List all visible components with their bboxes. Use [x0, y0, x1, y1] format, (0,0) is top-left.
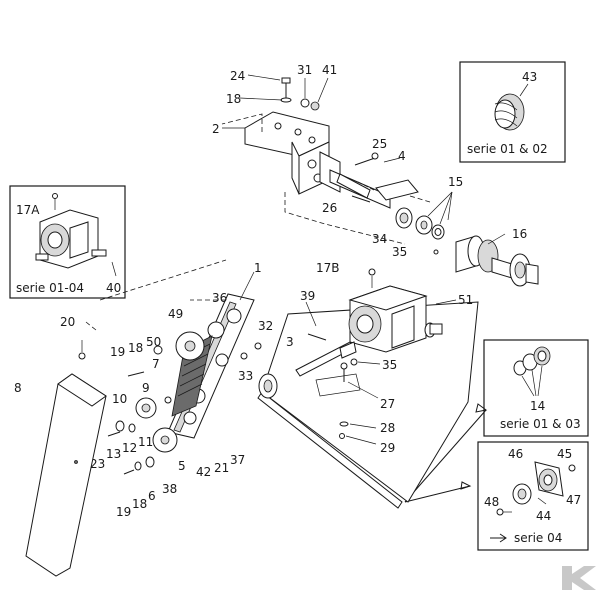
gearbox-17b-assembly: 17B 51 39 3 35 27 28 29 — [190, 261, 479, 509]
callout-10: 10 — [112, 392, 127, 406]
brand-logo — [562, 566, 596, 590]
callout-19-low: 19 — [116, 505, 131, 519]
inset-leader-lines — [404, 403, 488, 503]
inset-serie-01-04: 17A 40 serie 01-04 — [9, 185, 126, 299]
inset-caption-serie-01-04: serie 01-04 — [16, 281, 84, 295]
inset-caption-serie-01-03: serie 01 & 03 — [500, 417, 581, 431]
callout-26: 26 — [322, 201, 337, 215]
callout-41: 41 — [322, 63, 337, 77]
callout-40: 40 — [106, 281, 121, 295]
callout-1: 1 — [254, 261, 262, 275]
callout-18-top: 18 — [226, 92, 241, 106]
callout-6: 6 — [148, 489, 156, 503]
callout-31: 31 — [297, 63, 312, 77]
callout-29: 29 — [380, 441, 395, 455]
callout-18-mid: 18 — [128, 341, 143, 355]
callout-33: 33 — [238, 369, 253, 383]
callout-35-top: 35 — [392, 245, 407, 259]
callout-37: 37 — [230, 453, 245, 467]
cover-panel: 8 20 — [14, 315, 107, 577]
callout-19-top: 19 — [110, 345, 125, 359]
callout-17b: 17B — [316, 261, 340, 275]
callout-9: 9 — [142, 381, 150, 395]
callout-46: 46 — [508, 447, 523, 461]
callout-39: 39 — [300, 289, 315, 303]
callout-25: 25 — [372, 137, 387, 151]
callout-21: 21 — [214, 461, 229, 475]
callout-34: 34 — [372, 232, 387, 246]
callout-47: 47 — [566, 493, 581, 507]
callout-13: 13 — [106, 447, 121, 461]
callout-42: 42 — [196, 465, 211, 479]
callout-50: 50 — [146, 335, 161, 349]
callout-8: 8 — [14, 381, 22, 395]
k-logo-icon — [562, 566, 596, 590]
inset-caption-serie-04: serie 04 — [514, 531, 562, 545]
callout-2: 2 — [212, 122, 220, 136]
callout-3: 3 — [286, 335, 294, 349]
callout-28: 28 — [380, 421, 395, 435]
callout-14: 14 — [530, 399, 545, 413]
callout-11: 11 — [138, 435, 153, 449]
callout-4: 4 — [398, 149, 406, 163]
callout-24: 24 — [230, 69, 245, 83]
callout-44: 44 — [536, 509, 551, 523]
callout-20: 20 — [60, 315, 75, 329]
inset-serie-04: 46 45 47 48 44 serie 04 — [477, 441, 589, 551]
callout-36: 36 — [212, 291, 227, 305]
callout-35-mid: 35 — [382, 358, 397, 372]
mounting-bracket-assembly: 24 18 31 41 2 25 4 26 — [212, 63, 431, 245]
callout-16: 16 — [512, 227, 527, 241]
callout-27: 27 — [380, 397, 395, 411]
callout-43: 43 — [522, 70, 537, 84]
callout-17a: 17A — [16, 203, 40, 217]
callout-12: 12 — [122, 441, 137, 455]
callout-48: 48 — [484, 495, 499, 509]
callout-49: 49 — [168, 307, 183, 321]
callout-15: 15 — [448, 175, 463, 189]
callout-5: 5 — [178, 459, 186, 473]
inset-serie-01-03: 14 serie 01 & 03 — [483, 339, 589, 437]
callout-7: 7 — [152, 357, 160, 371]
callout-18-low: 18 — [132, 497, 147, 511]
chain-drive-frame: 1 36 49 50 18 19 7 9 10 32 33 11 12 13 2… — [85, 259, 273, 519]
shaft-coupling-group: 15 34 35 16 — [372, 175, 539, 287]
callout-45: 45 — [557, 447, 572, 461]
callout-38: 38 — [162, 482, 177, 496]
callout-23: 23 — [90, 457, 105, 471]
callout-32: 32 — [258, 319, 273, 333]
inset-caption-serie-01-02: serie 01 & 02 — [467, 142, 548, 156]
callout-51: 51 — [458, 293, 473, 307]
arrow-icon — [490, 533, 507, 543]
inset-serie-01-02: 43 serie 01 & 02 — [459, 61, 566, 163]
